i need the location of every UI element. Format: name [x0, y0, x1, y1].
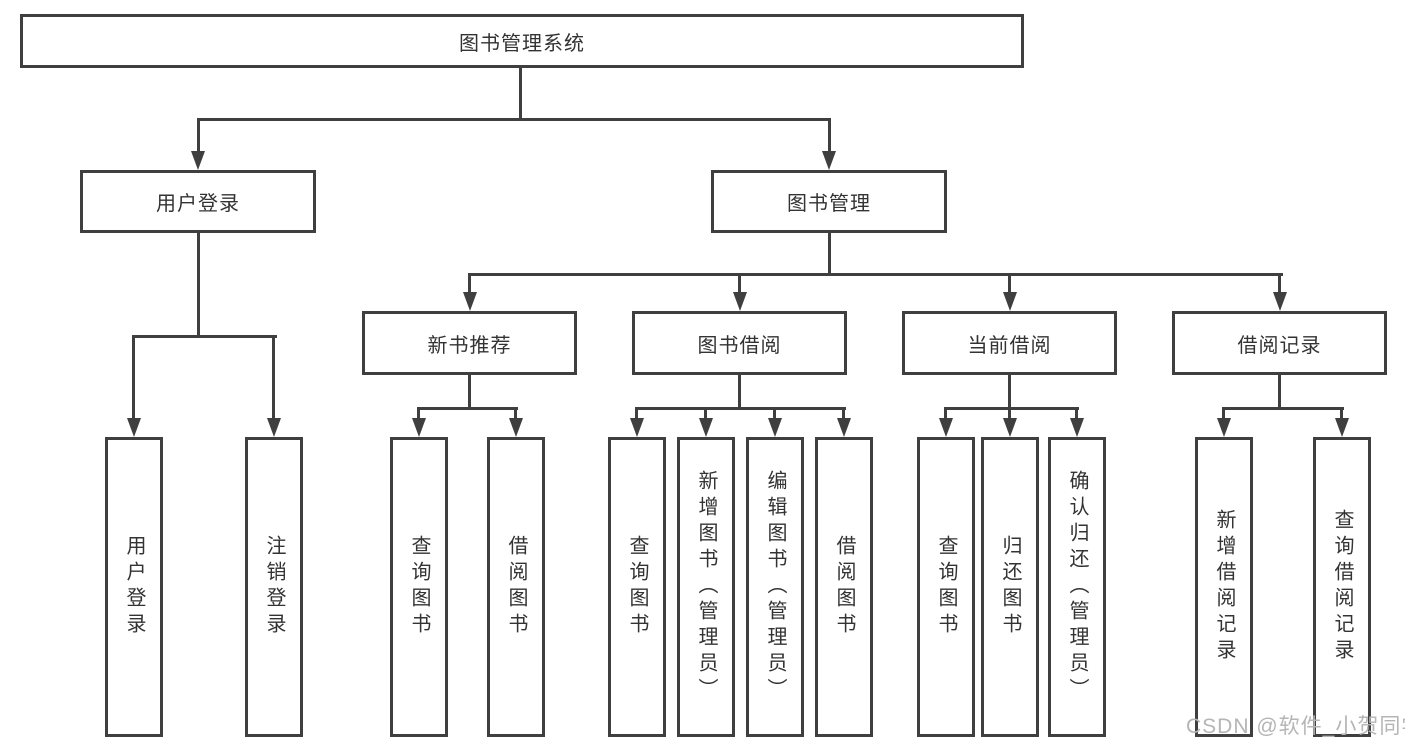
- connector-line: [197, 118, 831, 121]
- leaf-label: 确认归还（管理员）: [1066, 470, 1088, 704]
- connector-line: [417, 407, 420, 421]
- leaf-label: 查询借阅记录: [1331, 509, 1353, 665]
- arrow-down-icon: [127, 418, 141, 437]
- node-borrowing-records: 借阅记录: [1172, 311, 1387, 375]
- connector-line: [773, 407, 776, 421]
- leaf-new-borrow-books: 借阅图书: [487, 437, 545, 737]
- connector-line: [272, 335, 275, 420]
- connector-line: [197, 118, 200, 154]
- arrow-down-icon: [630, 418, 644, 437]
- connector-line: [944, 407, 1079, 410]
- connector-line: [468, 375, 471, 410]
- arrow-down-icon: [267, 418, 281, 437]
- connector-line: [132, 335, 135, 420]
- node-current-borrowing: 当前借阅: [902, 311, 1117, 375]
- arrow-down-icon: [412, 418, 426, 437]
- connector-line: [1222, 407, 1344, 410]
- arrow-down-icon: [733, 292, 747, 311]
- connector-line: [1008, 273, 1011, 294]
- connector-line: [514, 407, 517, 421]
- node-new-book-recommendation: 新书推荐: [362, 311, 577, 375]
- arrow-down-icon: [768, 418, 782, 437]
- arrow-down-icon: [191, 151, 205, 170]
- node-library-management-system: 图书管理系统: [20, 14, 1024, 68]
- connector-line: [197, 233, 200, 338]
- node-book-borrowing: 图书借阅: [632, 311, 847, 375]
- arrow-down-icon: [1217, 418, 1231, 437]
- connector-line: [519, 68, 522, 121]
- arrow-down-icon: [1070, 418, 1084, 437]
- connector-line: [828, 233, 831, 276]
- arrow-down-icon: [939, 418, 953, 437]
- connector-line: [1008, 375, 1011, 410]
- node-label: 用户登录: [156, 193, 240, 215]
- leaf-label: 查询图书: [408, 535, 430, 639]
- connector-line: [635, 407, 846, 410]
- arrow-down-icon: [1335, 418, 1349, 437]
- connector-line: [468, 273, 471, 294]
- connector-line: [738, 273, 741, 294]
- leaf-user-login: 用户登录: [105, 437, 163, 737]
- node-user-login: 用户登录: [80, 170, 316, 233]
- leaf-label: 新增图书（管理员）: [695, 470, 717, 704]
- connector-line: [738, 375, 741, 410]
- leaf-new-query-books: 查询图书: [390, 437, 448, 737]
- connector-line: [417, 407, 518, 410]
- arrow-down-icon: [822, 151, 836, 170]
- arrow-down-icon: [1003, 292, 1017, 311]
- node-label: 图书管理系统: [459, 32, 585, 55]
- leaf-label: 借阅图书: [833, 535, 855, 639]
- leaf-label: 查询图书: [626, 535, 648, 639]
- csdn-watermark: CSDN @软件_小贺同学: [1186, 715, 1405, 738]
- leaf-label: 借阅图书: [505, 535, 527, 639]
- node-label: 当前借阅: [967, 334, 1052, 357]
- leaf-current-confirm-return-admin: 确认归还（管理员）: [1048, 437, 1106, 737]
- connector-line: [1278, 375, 1281, 410]
- leaf-current-query-books: 查询图书: [917, 437, 975, 737]
- node-label: 图书管理: [787, 193, 871, 215]
- node-label: 借阅记录: [1237, 334, 1322, 357]
- connector-line: [828, 118, 831, 154]
- connector-line: [468, 273, 1283, 276]
- connector-line: [842, 407, 845, 421]
- leaf-borrow-edit-books-admin: 编辑图书（管理员）: [746, 437, 804, 737]
- leaf-borrow-query-books: 查询图书: [608, 437, 666, 737]
- connector-line: [1222, 407, 1225, 421]
- arrow-down-icon: [1003, 418, 1017, 437]
- leaf-current-return-books: 归还图书: [981, 437, 1039, 737]
- arrow-down-icon: [837, 418, 851, 437]
- connector-line: [1008, 407, 1011, 421]
- node-label: 新书推荐: [427, 334, 512, 357]
- leaf-label: 新增借阅记录: [1213, 509, 1235, 665]
- leaf-borrow-borrow-books: 借阅图书: [815, 437, 873, 737]
- connector-line: [1340, 407, 1343, 421]
- leaf-record-query-borrow-record: 查询借阅记录: [1313, 437, 1371, 737]
- leaf-borrow-add-books-admin: 新增图书（管理员）: [677, 437, 735, 737]
- node-book-management: 图书管理: [711, 170, 947, 233]
- node-label: 图书借阅: [697, 334, 782, 357]
- connector-line: [635, 407, 638, 421]
- connector-line: [1278, 273, 1281, 294]
- leaf-logout: 注销登录: [245, 437, 303, 737]
- connector-line: [704, 407, 707, 421]
- leaf-record-add-borrow-record: 新增借阅记录: [1195, 437, 1253, 737]
- leaf-label: 编辑图书（管理员）: [764, 470, 786, 704]
- arrow-down-icon: [509, 418, 523, 437]
- leaf-label: 用户登录: [123, 535, 145, 639]
- connector-line: [944, 407, 947, 421]
- leaf-label: 归还图书: [999, 535, 1021, 639]
- arrow-down-icon: [1273, 292, 1287, 311]
- arrow-down-icon: [463, 292, 477, 311]
- leaf-label: 查询图书: [935, 535, 957, 639]
- leaf-label: 注销登录: [263, 535, 285, 639]
- arrow-down-icon: [699, 418, 713, 437]
- connector-line: [132, 335, 277, 338]
- connector-line: [1075, 407, 1078, 421]
